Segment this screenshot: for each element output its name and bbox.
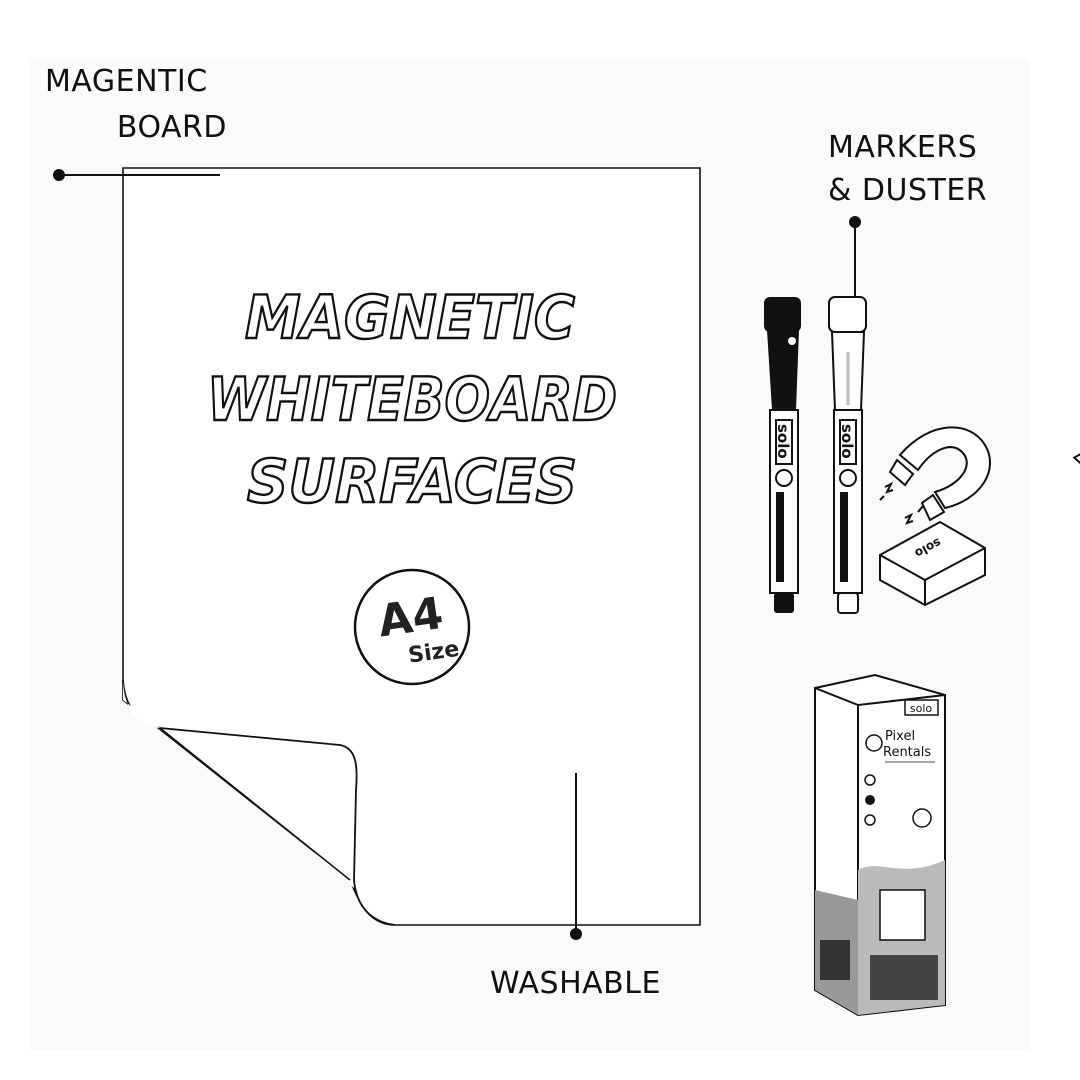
white-marker: solo: [828, 296, 867, 614]
label-board-line2: BOARD: [116, 110, 227, 145]
white-marker-brand: solo: [838, 424, 856, 459]
label-washable: WASHABLE: [490, 966, 661, 1001]
black-marker-brand: solo: [774, 424, 792, 459]
black-marker: solo: [764, 297, 801, 613]
badge-size: A4: [375, 588, 446, 648]
magnetic-sheet: [122, 167, 701, 926]
box-name-line2: Rentals: [883, 745, 931, 760]
a4-size-badge: A4 Size: [353, 568, 471, 686]
label-markers-line1: MARKERS: [828, 130, 978, 165]
box-brand: solo: [910, 702, 933, 715]
product-box: solo Pixel Rentals: [814, 673, 946, 1017]
box-name-line1: Pixel: [885, 729, 915, 744]
label-markers-line2: & DUSTER: [828, 173, 988, 208]
duster: solo: [879, 433, 1080, 607]
title-line-1: MAGNETIC: [245, 283, 575, 353]
title-line-3: SURFACES: [247, 447, 577, 517]
title-line-2: WHITEBOARD: [207, 365, 617, 435]
sheet-title: MAGNETIC WHITEBOARD SURFACES: [206, 282, 618, 518]
label-board-line1: MAGENTIC: [45, 64, 208, 99]
magnet-icon: [879, 426, 991, 525]
